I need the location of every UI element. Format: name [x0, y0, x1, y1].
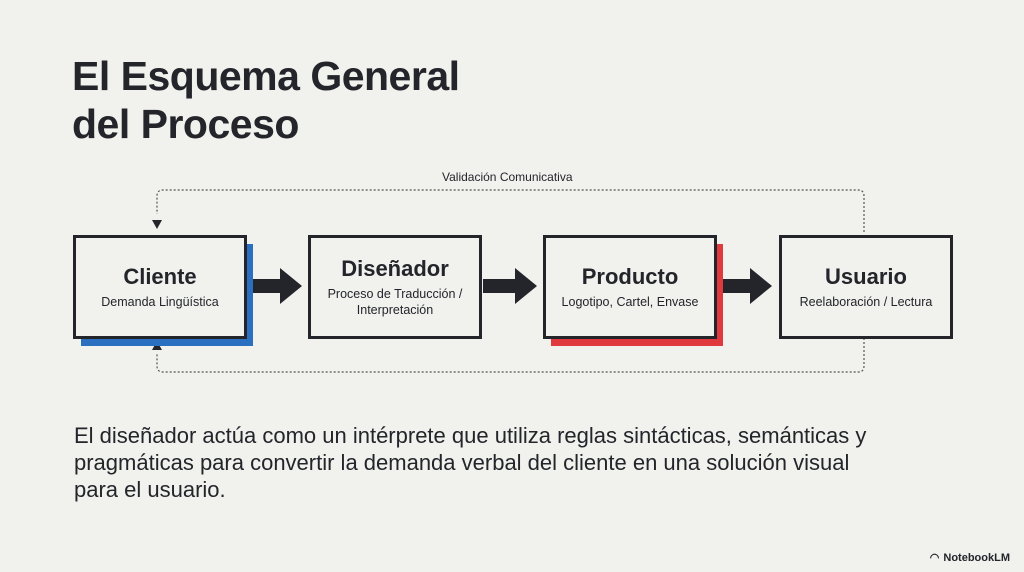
node-title: Producto — [581, 264, 679, 289]
node-title: Usuario — [825, 264, 907, 289]
arrow-right-icon — [483, 268, 537, 304]
node-title: Diseñador — [341, 256, 449, 281]
node-producto: Producto Logotipo, Cartel, Envase — [543, 235, 717, 339]
node-disenador: Diseñador Proceso de Traducción / Interp… — [308, 235, 482, 339]
arrow-right-icon — [718, 268, 772, 304]
arrowhead-down-icon — [152, 220, 162, 229]
node-subtitle: Reelaboración / Lectura — [799, 295, 933, 309]
node-usuario: Usuario Reelaboración / Lectura — [779, 235, 953, 339]
brand-logo: ◠NotebookLM — [929, 551, 1010, 565]
description: El diseñador actúa como un intérprete qu… — [74, 423, 867, 502]
notebooklm-icon: ◠ — [929, 552, 940, 564]
loop-label: Validación Comunicativa — [442, 170, 573, 184]
feedback-loop-top — [156, 189, 865, 232]
node-title: Cliente — [123, 264, 197, 289]
node-subtitle: Proceso de Traducción / Interpretación — [327, 287, 463, 317]
arrow-right-icon — [248, 268, 302, 304]
brand-name: NotebookLM — [943, 551, 1010, 564]
node-cliente: Cliente Demanda Lingüística — [73, 235, 247, 339]
title-line-1: El Esquema General — [72, 53, 460, 99]
feedback-loop-bottom — [156, 338, 865, 373]
node-subtitle: Logotipo, Cartel, Envase — [561, 295, 699, 309]
node-subtitle: Demanda Lingüística — [101, 295, 219, 309]
title-line-2: del Proceso — [72, 101, 299, 147]
